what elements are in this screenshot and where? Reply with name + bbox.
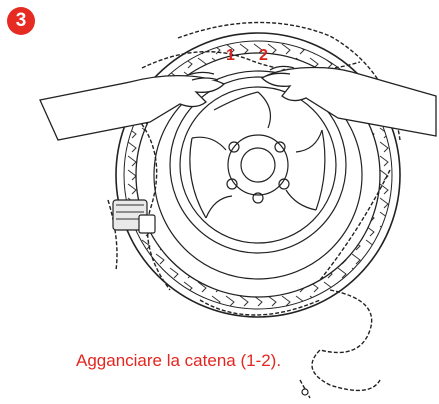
hook-label-1: 1 — [226, 47, 235, 65]
step-number-badge: 3 — [7, 7, 35, 35]
instruction-caption: Agganciare la catena (1-2). — [76, 351, 281, 371]
hook-label-2: 2 — [259, 47, 268, 65]
